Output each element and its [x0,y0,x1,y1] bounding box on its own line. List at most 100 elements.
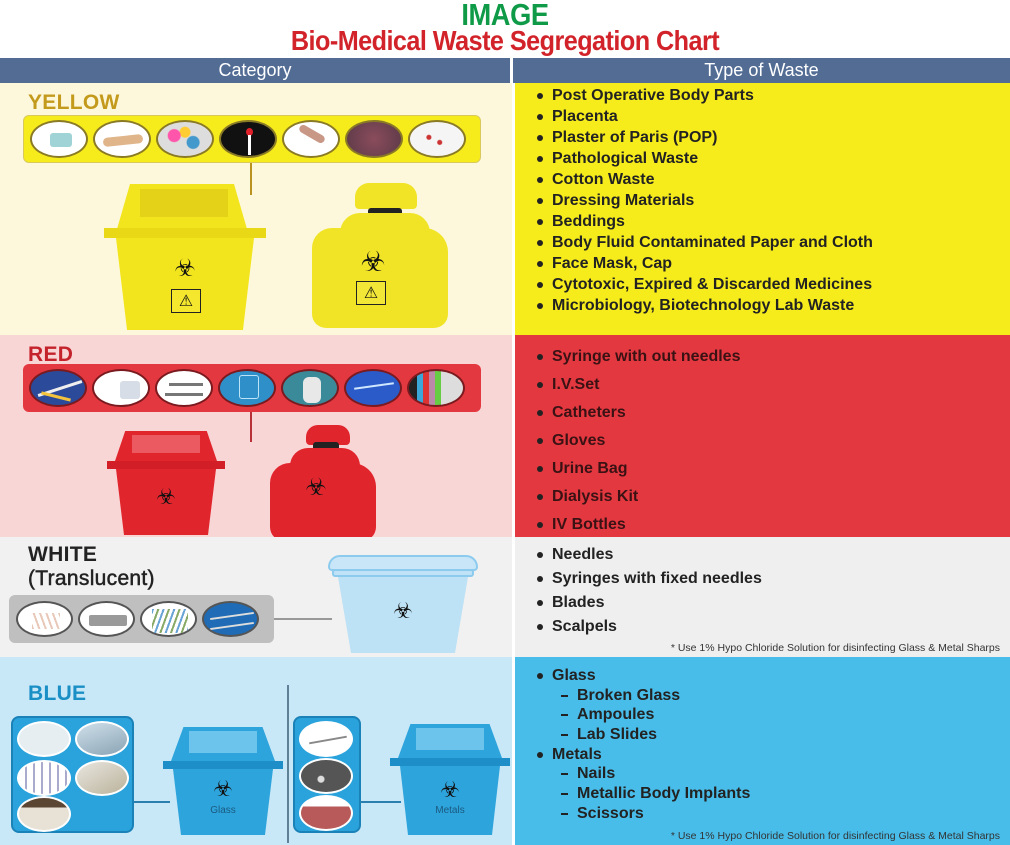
list-item: Nails [537,764,1010,784]
category-cell-red: RED ☣ ☣ [0,335,515,537]
biohazard-icon: ☣ [213,777,233,802]
list-item: Gloves [537,427,1010,455]
chart-subtitle: Bio-Medical Waste Segregation Chart [290,25,720,56]
bin-body [116,469,216,535]
waste-list-cell-white: Needles Syringes with fixed needles Blad… [515,537,1010,657]
dental-implant-icon [299,795,353,831]
row-white: WHITE (Translucent) ☣ Needles Syringes w… [0,537,1010,657]
broken-glass-icon [75,760,129,796]
biohazard-icon: ☣ [174,254,196,282]
chart-title: IMAGE [461,0,549,32]
pills-icon [156,120,214,158]
list-item: Dialysis Kit [537,483,1010,511]
lab-slides-icon [75,721,129,757]
bin-body [400,766,500,835]
category-label-white-sub: (Translucent) [28,567,155,591]
list-item: Broken Glass [537,686,1010,706]
biohazard-icon: ☣ [156,485,176,510]
category-label-white-name: WHITE [28,543,98,566]
list-item: Metallic Body Implants [537,784,1010,804]
waste-list-blue: Glass Broken Glass Ampoules Lab Slides M… [537,657,1010,824]
bag-knot [306,425,350,445]
list-item: IV Bottles [537,511,1010,539]
placenta-icon [345,120,403,158]
hypodermic-needles-icon [140,601,197,637]
category-label-yellow: YELLOW [28,91,120,114]
scalpels-icon [202,601,259,637]
list-item: Syringes with fixed needles [537,567,1010,591]
list-item: Syringe with out needles [537,343,1010,371]
list-item: Needles [537,543,1010,567]
list-item: Ampoules [537,705,1010,725]
list-item: Microbiology, Biotechnology Lab Waste [537,295,1010,316]
iv-tubing-icon [344,369,402,407]
waste-list-yellow: Post Operative Body Parts Placenta Plast… [537,83,1010,316]
waste-list-cell-red: Syringe with out needles I.V.Set Cathete… [515,335,1010,537]
syringes-icon [155,369,213,407]
strip-connector-line [250,412,252,442]
list-item: Scissors [537,804,1010,824]
waste-list-red: Syringe with out needles I.V.Set Cathete… [537,335,1010,539]
red-bin: ☣ [107,431,225,537]
strip-connector-line [134,801,170,803]
cytotoxic-warning-icon: ⚠ [356,281,386,305]
ampoules-icon [17,796,71,832]
list-item: Urine Bag [537,455,1010,483]
list-item: Blades [537,591,1010,615]
column-header-category: Category [0,58,513,83]
biohazard-icon: ☣ [440,778,460,803]
category-label-red: RED [28,343,74,366]
biohazard-icon: ☣ [360,245,386,278]
list-item: Beddings [537,211,1010,232]
list-item: Cotton Waste [537,169,1010,190]
yellow-bag [312,228,448,328]
list-item: Plaster of Paris (POP) [537,127,1010,148]
cotton-swab-icon [219,120,277,158]
biohazard-icon: ☣ [393,599,413,624]
metal-nails-icon [299,758,353,794]
row-red: RED ☣ ☣ Syringe with out needles I.V.Set [0,335,1010,537]
face-mask-icon [30,120,88,158]
list-item: Cytotoxic, Expired & Discarded Medicines [537,274,1010,295]
bin-body [116,238,254,330]
bag-knot [355,183,417,209]
list-item: Face Mask, Cap [537,253,1010,274]
iv-bag-icon [218,369,276,407]
blood-soaked-cotton-icon [408,120,466,158]
bag-tie [313,442,339,451]
catheter-icon [29,369,87,407]
list-item: Dressing Materials [537,190,1010,211]
category-label-white: WHITE (Translucent) [28,543,155,591]
razor-blade-icon [78,601,135,637]
category-cell-yellow: YELLOW ☣ ⚠ ☣ ⚠ [0,83,515,335]
urine-bag-icon [92,369,150,407]
disinfection-note: * Use 1% Hypo Chloride Solution for disi… [670,830,1000,842]
blue-bin-metals: ☣ Metals [390,724,510,839]
bin-body [173,769,273,835]
category-label-blue: BLUE [28,682,87,705]
yellow-bin: ☣ ⚠ [104,184,266,334]
waste-list-cell-blue: Glass Broken Glass Ampoules Lab Slides M… [515,657,1010,845]
list-item: Body Fluid Contaminated Paper and Cloth [537,232,1010,253]
row-yellow: YELLOW ☣ ⚠ ☣ ⚠ Post Operative Body Part [0,83,1010,335]
glass-bottles-icon [17,721,71,757]
metal-icon-panel [293,716,361,833]
category-cell-blue: BLUE ☣ Glass ☣ [0,657,515,845]
list-group-glass: Glass [537,666,1010,686]
row-blue: BLUE ☣ Glass ☣ [0,657,1010,845]
bin-body [338,577,468,653]
forceps-icon [299,721,353,757]
needles-icon [16,601,73,637]
chart-title-block: IMAGE Bio-Medical Waste Segregation Char… [0,0,1010,58]
waste-list-white: Needles Syringes with fixed needles Blad… [537,537,1010,639]
red-bag [270,463,376,537]
vacutainer-tubes-icon [407,369,465,407]
list-item: Lab Slides [537,725,1010,745]
icon-strip-red [23,364,481,412]
category-cell-white: WHITE (Translucent) ☣ [0,537,515,657]
blue-bin-glass: ☣ Glass [163,727,283,839]
list-item: Post Operative Body Parts [537,85,1010,106]
biohazard-icon: ☣ [305,473,327,501]
strip-connector-line [274,618,332,620]
list-group-metals: Metals [537,745,1010,765]
